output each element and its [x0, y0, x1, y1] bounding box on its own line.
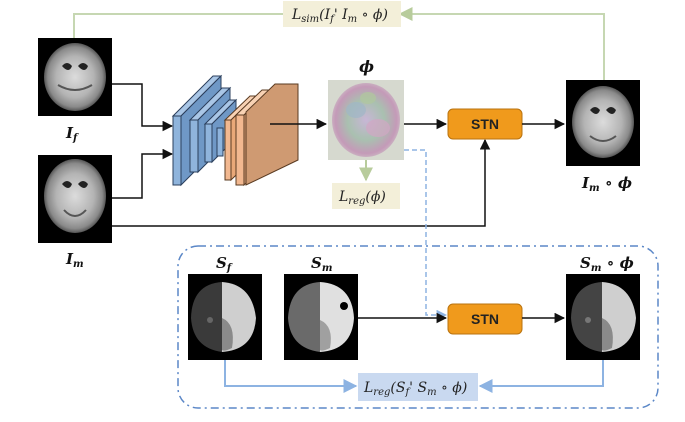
svg-text:STN: STN: [471, 116, 499, 132]
svg-text:STN: STN: [471, 311, 499, 327]
segmentation-region: [177, 245, 659, 409]
warped-image-label: Im ∘ ϕ: [581, 174, 632, 194]
loss-reg-box: Lreg(ϕ): [332, 183, 400, 209]
stn-bottom-block: STN: [447, 303, 523, 335]
seg-moving-label: Sm: [311, 254, 332, 274]
deformation-field: [328, 80, 404, 160]
warped-image: [566, 80, 640, 166]
svg-text:Lsim(If' Im ∘ ϕ): Lsim(If' Im ∘ ϕ): [291, 7, 388, 25]
seg-loss-arrows: [224, 360, 604, 393]
input-arrows: [112, 83, 491, 227]
moving-image: [38, 155, 112, 243]
seg-warped-label: Sm ∘ ϕ: [580, 254, 634, 274]
moving-image-label: Im: [65, 250, 84, 270]
svg-text:Lreg(Sf' Sm ∘ ϕ): Lreg(Sf' Sm ∘ ϕ): [363, 380, 467, 398]
seg-warped-image: [566, 274, 640, 360]
registration-network: [171, 74, 299, 187]
fixed-image: [38, 38, 112, 116]
loss-seg-box: Lreg(Sf' Sm ∘ ϕ): [358, 373, 478, 401]
seg-fixed-image: [188, 274, 262, 360]
phi-label: ϕ: [359, 57, 374, 76]
decoder-blocks: [223, 83, 299, 187]
stn-top-block: STN: [447, 108, 523, 140]
svg-text:Lreg(ϕ): Lreg(ϕ): [338, 189, 386, 207]
seg-fixed-label: Sf: [216, 254, 233, 274]
fixed-image-label: If: [65, 124, 79, 144]
loss-sim-box: Lsim(If' Im ∘ ϕ): [283, 1, 401, 27]
seg-moving-image: [284, 274, 358, 360]
phi-to-stn-bottom-arrow: [404, 149, 448, 321]
encoder-blocks: [171, 74, 238, 187]
loss-sim-loop: [73, 7, 605, 80]
